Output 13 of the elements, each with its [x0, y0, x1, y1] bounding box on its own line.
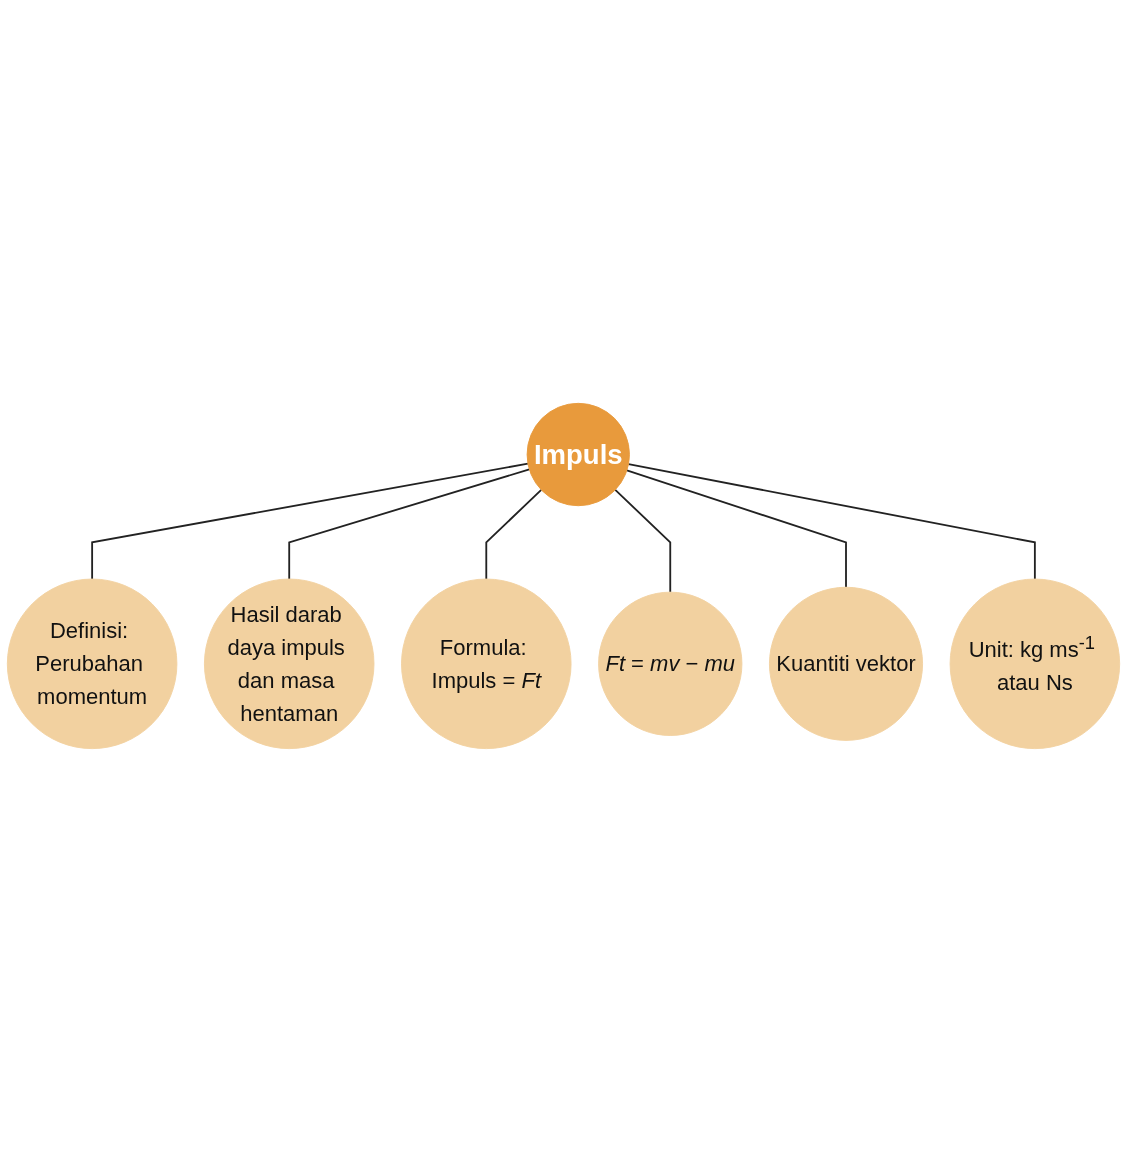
node-circle: Impuls: [526, 402, 630, 506]
connector: [485, 488, 543, 580]
connector: [288, 468, 531, 580]
node-circle: Hasil darab daya impuls dan masa hentaman: [203, 578, 375, 749]
node-circle: Kuantiti vektor: [768, 586, 924, 741]
connector: [627, 462, 1036, 580]
connector: [626, 469, 847, 588]
node-circle: Unit: kg ms$^{-1}$ atau Ns: [949, 578, 1121, 749]
node-circle: Definisi: Perubahan momentum: [6, 578, 178, 749]
node-circle: Ft = mv − mu: [598, 591, 743, 736]
connector: [614, 488, 672, 593]
node-circle: Formula: Impuls = Ft: [401, 578, 572, 749]
connector: [91, 462, 529, 580]
